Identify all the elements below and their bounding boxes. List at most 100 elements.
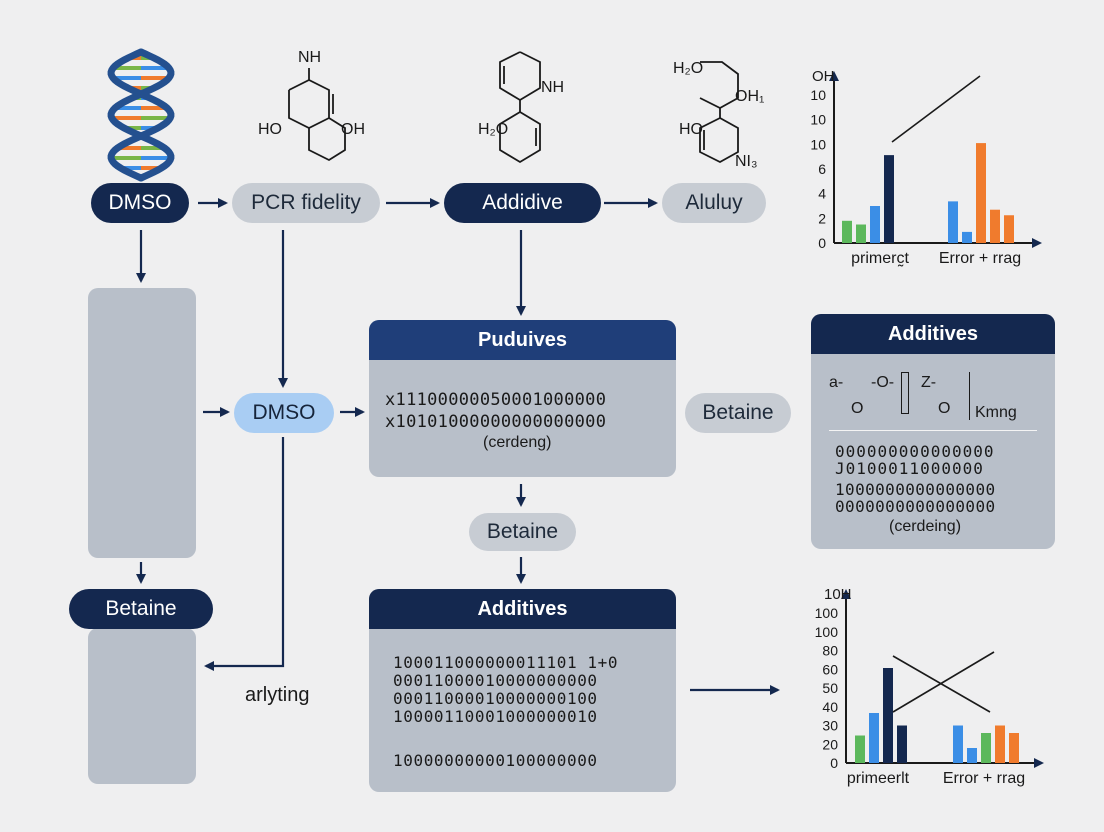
- y-tick-label: 0: [830, 755, 838, 771]
- betaine-left-node: Betaine: [69, 589, 213, 629]
- additives-bottom-line-2: 00011000010000000000: [393, 671, 598, 690]
- y-tick-label: 50: [822, 680, 838, 696]
- puduives-title: Puduives: [369, 320, 676, 360]
- additives-right-line-2: J0100011000000: [835, 459, 984, 478]
- bar: [981, 733, 991, 763]
- y-tick-label: 80: [822, 643, 838, 659]
- dmso-mid-node: DMSO: [234, 393, 334, 433]
- additives-bottom-panel: Additives 100011000000011101 1+0 0001100…: [369, 589, 676, 792]
- annotation-line-1: [891, 75, 981, 143]
- y-tick-label: 100: [815, 624, 839, 640]
- mol3-ring-bottom: [699, 117, 739, 164]
- additives-bottom-line-1: 100011000000011101 1+0: [393, 653, 619, 672]
- y-tick-label: 10: [810, 87, 826, 103]
- y-tick-label: 6: [818, 161, 826, 177]
- y-tick-label: 4: [818, 186, 826, 202]
- additives-right-line-3: 1000000000000000: [835, 480, 996, 499]
- bar: [883, 668, 893, 763]
- puduives-line-2: x10101000000000000000: [385, 412, 607, 432]
- y-axis-label: OH: [812, 68, 835, 85]
- y-tick-label: 10: [810, 136, 826, 152]
- divider-horizontal: [829, 430, 1037, 431]
- divider-vertical: [969, 372, 970, 420]
- y-tick-label: 30: [822, 718, 838, 734]
- bar: [990, 209, 1000, 243]
- y-tick-label: 60: [822, 661, 838, 677]
- helix-top: [107, 48, 175, 182]
- bar: [897, 725, 907, 763]
- bar: [870, 206, 880, 243]
- bar: [869, 713, 879, 763]
- mol1-ring-b: [308, 117, 346, 162]
- puduives-panel: Puduives x11100000050001000000 x10101000…: [369, 320, 676, 477]
- bar: [1009, 733, 1019, 763]
- connectors: [136, 198, 780, 695]
- mol2-left-label: H₂O: [478, 121, 509, 138]
- molecules: [288, 51, 739, 164]
- additives-right-title: Additives: [811, 314, 1055, 354]
- mol3-top-label: H₂O: [673, 60, 704, 77]
- symbol-a: a-: [829, 374, 844, 391]
- y-axis-label: 10H: [824, 586, 852, 603]
- bar: [953, 725, 963, 763]
- mol2-ring-bottom: [499, 111, 541, 164]
- y-tick-label: 0: [818, 235, 826, 251]
- mol1-right-label: OH: [341, 121, 365, 138]
- symbol-o-dash: -O-: [871, 374, 895, 391]
- arlyting-label: arlyting: [245, 684, 310, 706]
- additives-right-line-1: 000000000000000: [835, 442, 995, 461]
- y-tick-label: 2: [818, 210, 826, 226]
- mol2-ring-top: [499, 51, 541, 102]
- bar: [855, 735, 865, 763]
- y-tick-label: 40: [822, 699, 838, 715]
- additives-right-line-4: 0000000000000000: [835, 497, 996, 516]
- x-category-label: Error + rrag: [939, 250, 1021, 267]
- mol1-left-label: HO: [258, 121, 282, 138]
- bar: [967, 748, 977, 763]
- mol3-left-label: HO: [679, 121, 703, 138]
- bar: [976, 143, 986, 243]
- mol2-right-label: NH: [541, 79, 565, 96]
- puduives-line-1: x11100000050001000000: [385, 390, 607, 410]
- x-category-label: Error + rrag: [943, 770, 1025, 787]
- betaine-mid-node: Betaine: [469, 513, 576, 551]
- mol3-right-label: OH₁: [735, 88, 765, 105]
- additive-top-node: Addidive: [444, 183, 601, 223]
- dmso-top-node: DMSO: [91, 183, 189, 223]
- x-category-label: primeerlt: [847, 770, 910, 787]
- kmng-label: Kmng: [975, 404, 1017, 421]
- helix-strip-mid: [88, 288, 196, 558]
- mol1-ring-a: [288, 78, 330, 130]
- additives-bottom-line-4: 10000110001000000010: [393, 707, 598, 726]
- y-tick-label: 10: [810, 112, 826, 128]
- bar: [1004, 215, 1014, 243]
- symbol-o-2: O: [938, 400, 951, 417]
- arrow-dmso-to-bottom-strip: [204, 437, 285, 671]
- additives-bottom-title: Additives: [369, 589, 676, 629]
- betaine-right-node: Betaine: [685, 393, 791, 433]
- additives-right-panel: Additives a- -O- Z- O O Kmng 00000000000…: [811, 314, 1055, 549]
- annotation-line-2: [892, 651, 995, 713]
- mol1-top-label: NH: [298, 49, 322, 66]
- bar: [995, 725, 1005, 763]
- bracket-shape: [901, 372, 909, 414]
- additives-bottom-line-3: 00011000010000000100: [393, 689, 598, 708]
- additives-bottom-line-6: 10000000000100000000: [393, 751, 598, 770]
- chart-1: 0 2 4 6 10 10 10 OH primerc̰t Error + rrag: [810, 68, 1042, 267]
- additives-right-note: (cerdeing): [889, 518, 962, 535]
- bar: [884, 155, 894, 243]
- bar: [948, 201, 958, 243]
- helix-strip-bottom: [88, 628, 196, 784]
- helix-strand-a: [107, 48, 175, 182]
- x-category-label: primerc̰t: [851, 250, 909, 267]
- y-tick-label: 20: [822, 736, 838, 752]
- symbol-z: Z-: [921, 374, 937, 391]
- bar: [842, 220, 852, 243]
- pcr-fidelity-node: PCR fidelity: [232, 183, 380, 223]
- bar: [962, 231, 972, 243]
- puduives-note: (cerdeng): [483, 434, 552, 451]
- mol3-bottom-label: NI₃: [735, 153, 758, 170]
- symbol-o-1: O: [851, 400, 864, 417]
